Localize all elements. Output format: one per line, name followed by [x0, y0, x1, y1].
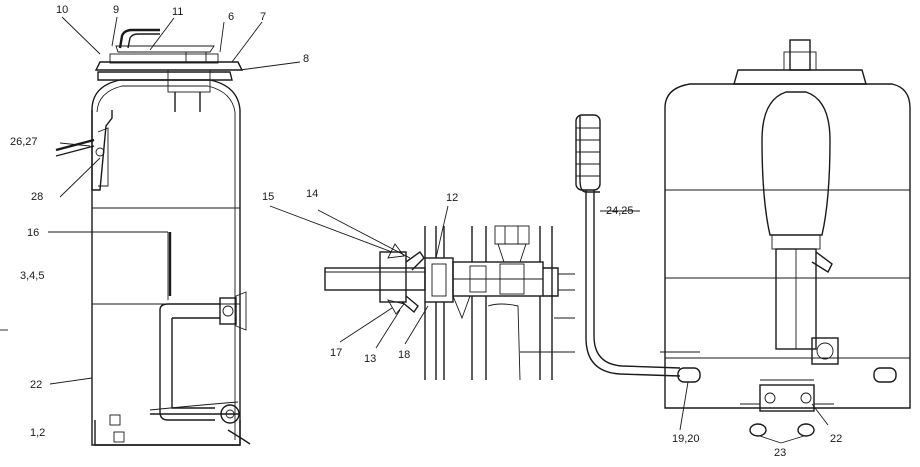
callout-28: 28: [31, 191, 43, 203]
right-tank-exterior: [575, 39, 911, 437]
middle-valve-section: [324, 225, 575, 381]
callout-8: 8: [303, 53, 309, 65]
callout-26-27: 26,27: [10, 136, 38, 148]
callout-22-left: 22: [30, 379, 42, 391]
right-leader-lines: [600, 210, 829, 444]
callout-24-25: 24,25: [606, 205, 634, 217]
callout-11: 11: [172, 6, 183, 18]
callout-1-2: 1,2: [30, 427, 45, 439]
callout-14: 14: [306, 188, 318, 200]
callout-10: 10: [56, 4, 68, 16]
left-tank-cutaway: [55, 28, 251, 446]
callout-19-20: 19,20: [672, 433, 700, 445]
middle-leader-lines: [269, 205, 449, 349]
callout-18: 18: [398, 349, 410, 361]
callout-23: 23: [774, 447, 786, 459]
callout-22-right: 22: [830, 433, 842, 445]
callout-17: 17: [330, 347, 342, 359]
callout-6: 6: [228, 11, 234, 23]
callout-16: 16: [27, 227, 39, 239]
callout-9: 9: [113, 4, 119, 16]
callout-3-4-5: 3,4,5: [20, 270, 44, 282]
callout-12: 12: [446, 192, 458, 204]
callout-labels: 10 9 11 6 7 8 26,27 28 16 3,4,5 22 1,2 1…: [10, 4, 842, 459]
callout-15: 15: [262, 191, 274, 203]
callout-7: 7: [260, 11, 266, 23]
callout-13: 13: [364, 353, 376, 365]
left-leader-lines: [0, 16, 301, 385]
